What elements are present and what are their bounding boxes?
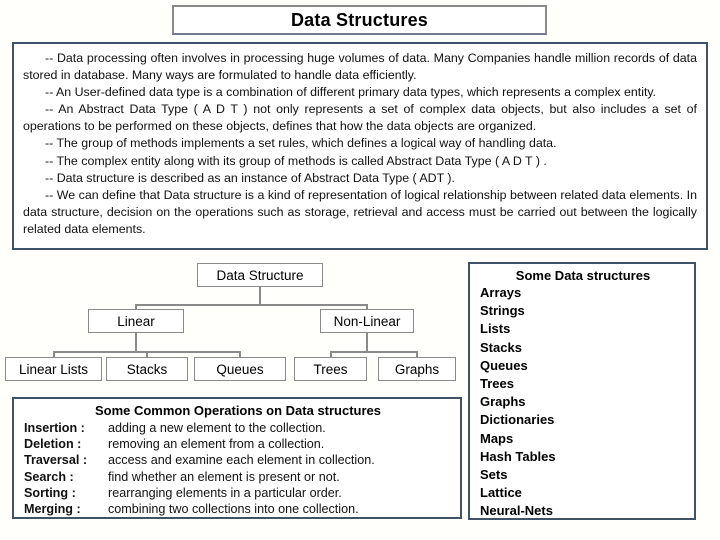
operation-label-deletion: Deletion : <box>24 437 82 452</box>
list-item: Lattice <box>480 485 522 501</box>
operation-label-insertion: Insertion : <box>24 421 85 435</box>
tree-connector-nonlinear-drop <box>366 304 368 310</box>
some-data-structures-title: Some Data structures <box>515 268 651 283</box>
tree-connector-linear-lists-drop <box>53 351 55 358</box>
tree-node-graphs[interactable]: Graphs <box>378 357 456 381</box>
tree-connector-stacks-drop <box>146 351 148 358</box>
list-item: Strings <box>480 303 525 319</box>
some-data-structures-panel: Some Data structures Arrays Strings List… <box>468 262 696 520</box>
list-item: Queues <box>480 357 528 373</box>
list-item: Stacks <box>480 339 522 355</box>
intro-paragraph-7: -- We can define that Data structure is … <box>23 187 697 236</box>
tree-connector-graphs-drop <box>416 351 418 358</box>
operation-label-search: Search : <box>24 469 74 484</box>
tree-connector-linear-stem <box>135 333 137 351</box>
list-item: Trees <box>480 376 514 392</box>
common-operations-panel: Some Common Operations on Data structure… <box>12 397 462 519</box>
list-item: Dictionaries <box>480 412 555 428</box>
intro-paragraph-5: -- The complex entity along with its gro… <box>45 153 547 168</box>
operation-desc-traversal: access and examine each element in colle… <box>108 453 375 468</box>
page-title: Data Structures <box>290 9 429 30</box>
operation-row-sorting: Sorting : rearranging elements in a part… <box>24 485 452 501</box>
list-item: Arrays <box>480 285 522 300</box>
tree-node-trees[interactable]: Trees <box>294 357 367 381</box>
list-item: Hash Tables <box>480 448 556 464</box>
intro-paragraph-2: -- An User-defined data type is a combin… <box>45 85 657 100</box>
operation-desc-search: find whether an element is present or no… <box>108 469 340 484</box>
operation-desc-deletion: removing an element from a collection. <box>108 437 325 452</box>
operation-label-merging: Merging : <box>24 502 81 517</box>
operation-row-traversal: Traversal : access and examine each elem… <box>24 452 452 468</box>
tree-node-linear-lists[interactable]: Linear Lists <box>5 357 102 381</box>
tree-connector-linear-drop <box>135 304 137 310</box>
page-title-box: Data Structures <box>172 5 547 35</box>
intro-paragraph-1: -- Data processing often involves in pro… <box>23 51 697 83</box>
intro-paragraph-3: -- An Abstract Data Type ( A D T ) not o… <box>23 102 697 134</box>
operation-label-traversal: Traversal : <box>24 453 88 468</box>
list-item: Lists <box>480 321 511 337</box>
tree-node-non-linear[interactable]: Non-Linear <box>320 309 414 333</box>
list-item: Maps <box>480 430 514 446</box>
tree-node-linear[interactable]: Linear <box>88 309 184 333</box>
operation-desc-insertion: adding a new element to the collection. <box>108 421 326 435</box>
intro-paragraph-6: -- Data structure is described as an ins… <box>45 170 455 185</box>
tree-connector-nonlinear-bar <box>330 351 417 353</box>
tree-connector-root-stem <box>259 287 261 305</box>
tree-connector-nonlinear-stem <box>366 333 368 351</box>
common-operations-title: Some Common Operations on Data structure… <box>94 403 382 418</box>
operation-label-sorting: Sorting : <box>24 485 76 500</box>
tree-node-queues[interactable]: Queues <box>194 357 286 381</box>
tree-node-data-structure[interactable]: Data Structure <box>197 263 323 287</box>
operation-row-merging: Merging : combining two collections into… <box>24 501 452 517</box>
tree-node-stacks[interactable]: Stacks <box>106 357 188 381</box>
intro-paragraph-4: -- The group of methods implements a set… <box>45 136 557 151</box>
operation-row-insertion: Insertion : adding a new element to the … <box>24 420 452 436</box>
list-item: Sets <box>480 467 508 483</box>
introduction-panel: -- Data processing often involves in pro… <box>12 42 708 250</box>
operation-row-deletion: Deletion : removing an element from a co… <box>24 436 452 452</box>
operation-desc-sorting: rearranging elements in a particular ord… <box>108 485 342 500</box>
tree-connector-queues-drop <box>239 351 241 358</box>
tree-connector-trees-drop <box>330 351 332 358</box>
tree-connector-level1-bar <box>135 304 367 306</box>
operation-desc-merging: combining two collections into one colle… <box>108 502 359 517</box>
list-item: Graphs <box>480 394 526 410</box>
list-item: Neural-Nets <box>480 503 553 519</box>
operation-row-search: Search : find whether an element is pres… <box>24 469 452 485</box>
